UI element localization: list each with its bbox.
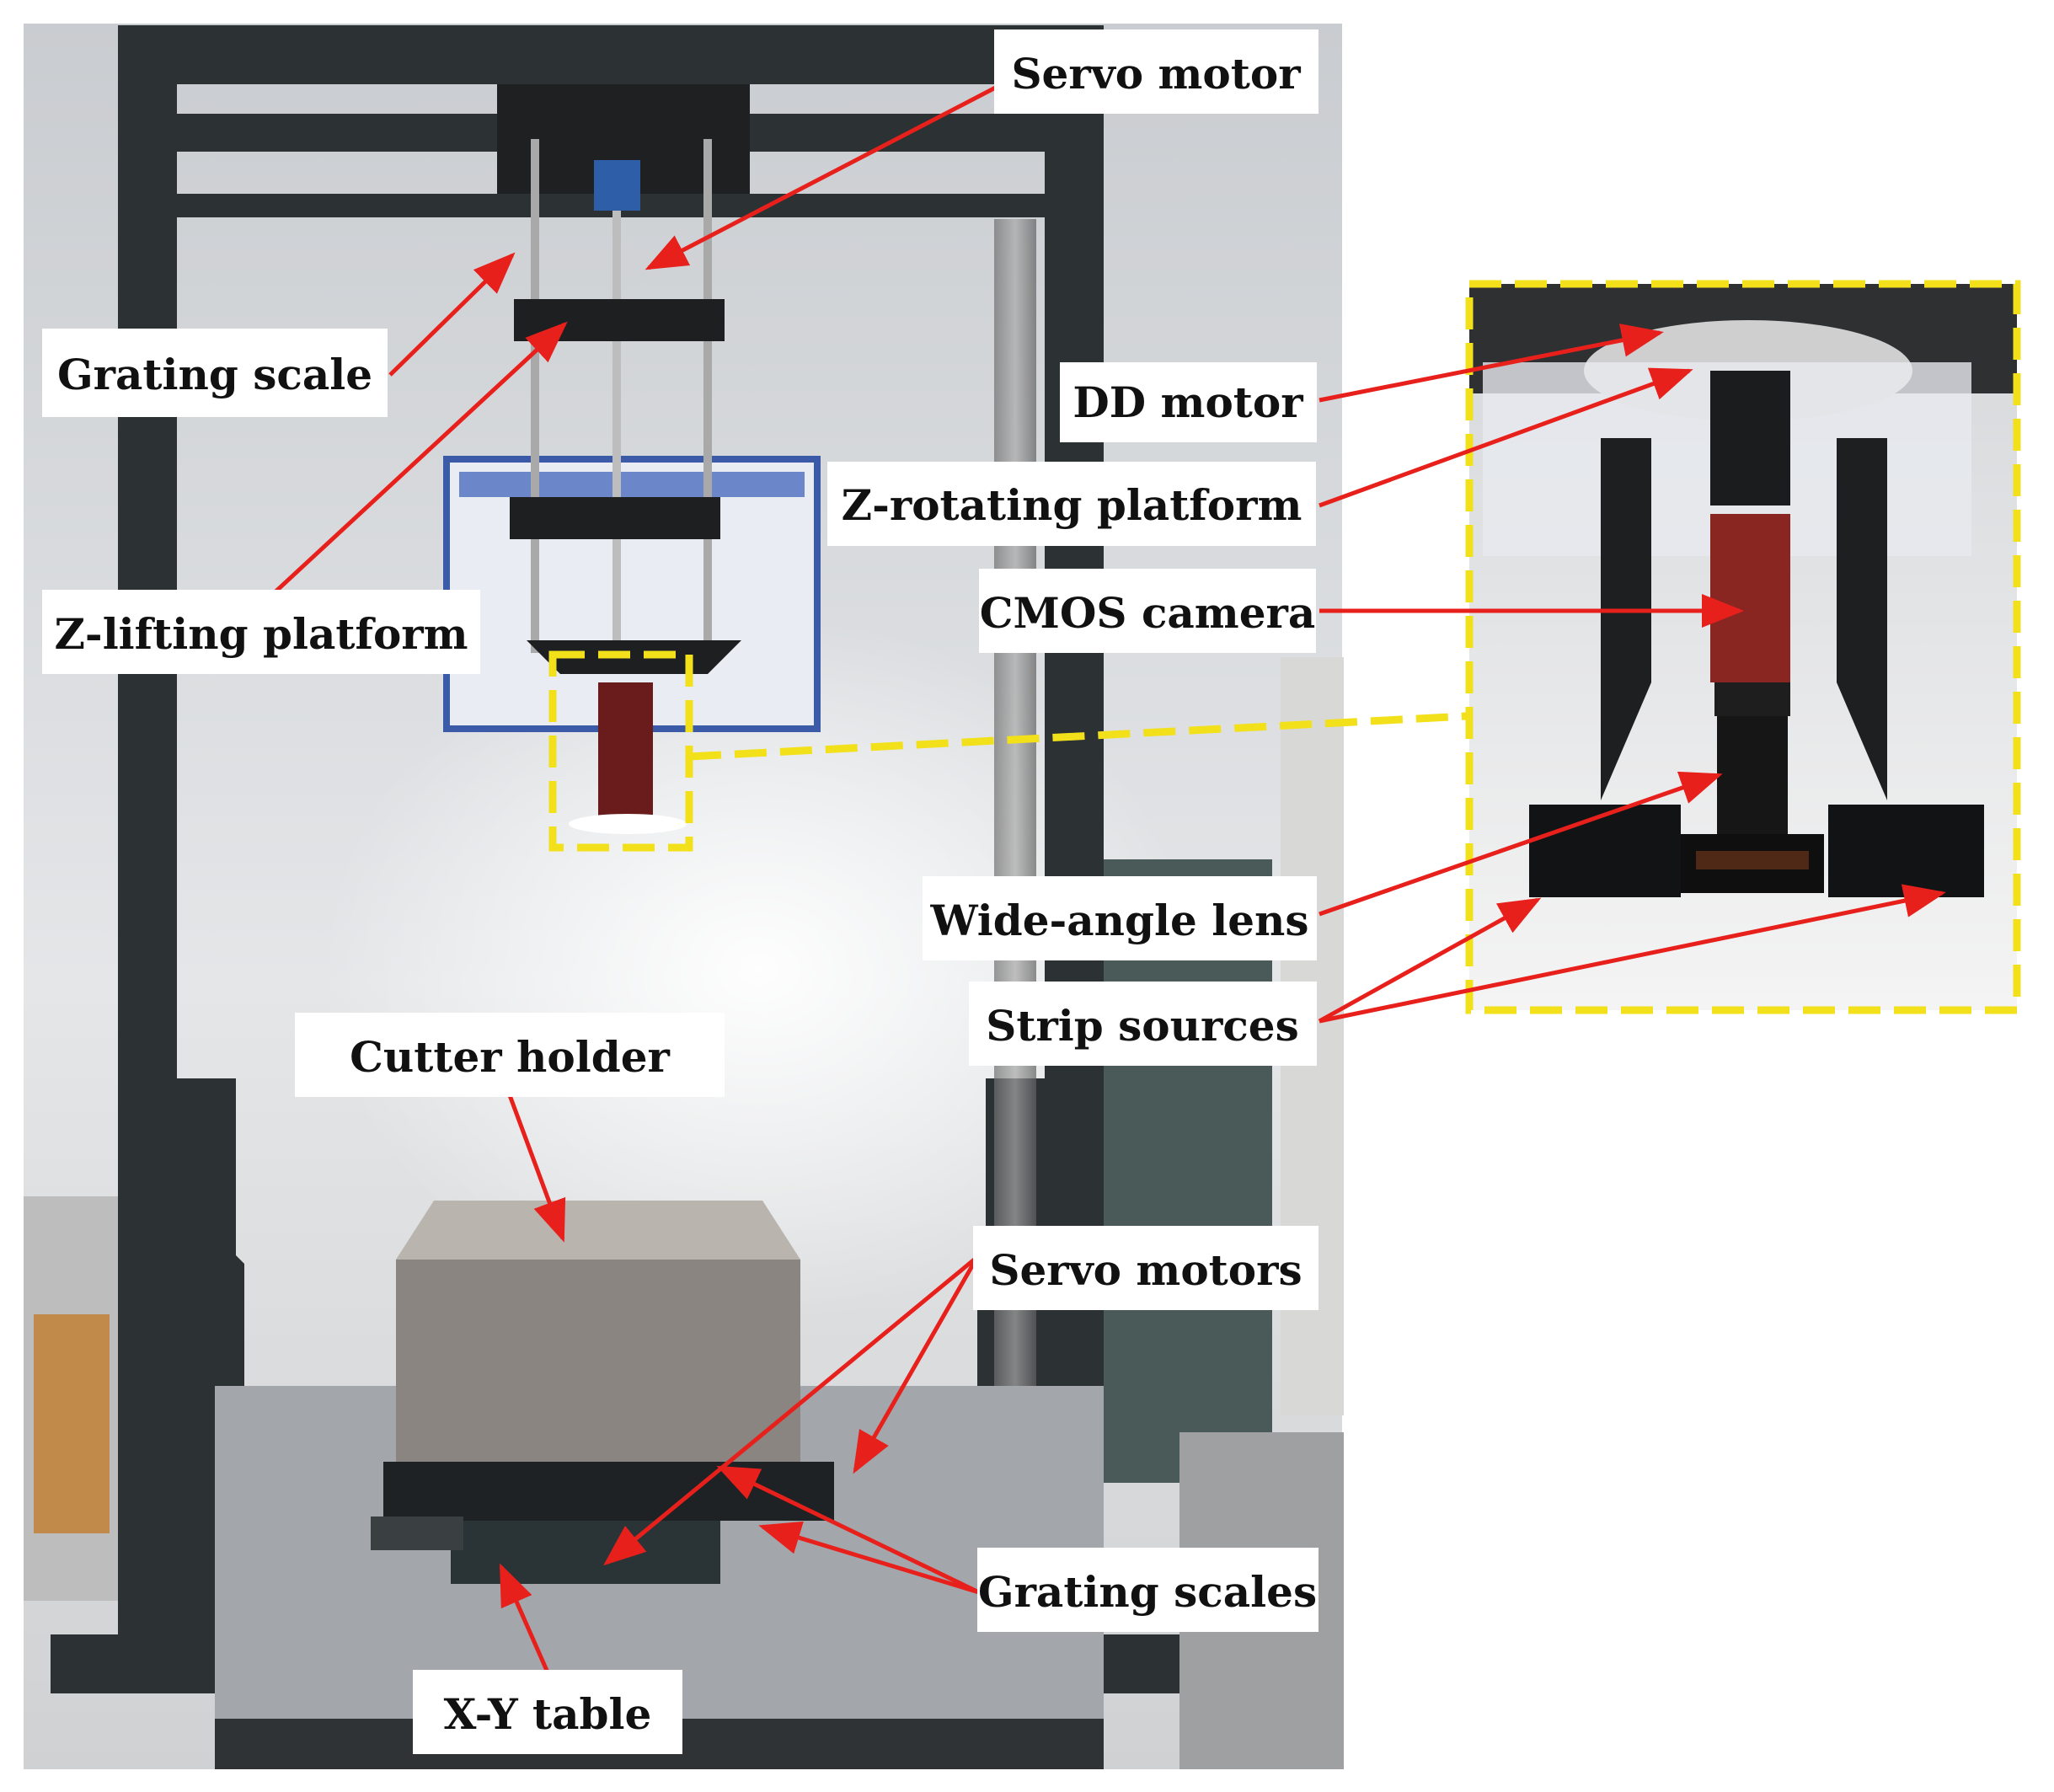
label-strip-sources-text: Strip sources bbox=[986, 1001, 1299, 1051]
label-z-lifting-platform: Z-lifting platform bbox=[42, 590, 480, 674]
arrow-servo-motors-a bbox=[603, 1255, 979, 1566]
label-grating-scales-text: Grating scales bbox=[978, 1567, 1317, 1617]
arrow-servo-motors-b bbox=[853, 1255, 980, 1474]
label-grating-scale: Grating scale bbox=[42, 329, 388, 417]
inset-border bbox=[1465, 280, 2021, 1014]
label-cutter-holder: Cutter holder bbox=[295, 1013, 725, 1097]
label-servo-motors-text: Servo motors bbox=[989, 1245, 1302, 1295]
label-x-y-table-text: X-Y table bbox=[444, 1689, 652, 1739]
arrows bbox=[259, 79, 1946, 1674]
arrow-x-y-table bbox=[499, 1563, 550, 1674]
label-z-lifting-platform-text: Z-lifting platform bbox=[54, 609, 468, 659]
label-dd-motor: DD motor bbox=[1060, 362, 1317, 442]
label-wide-angle-lens-text: Wide-angle lens bbox=[929, 896, 1308, 945]
inset-photo bbox=[1469, 284, 2017, 1010]
arrow-strip-sources-right bbox=[1319, 884, 1946, 1024]
arrow-dd-motor bbox=[1319, 324, 1664, 403]
label-z-rotating-platform-text: Z-rotating platform bbox=[842, 480, 1302, 530]
arrow-servo-motor bbox=[645, 79, 1008, 270]
arrow-cutter-holder bbox=[507, 1094, 566, 1243]
arrow-wide-angle-lens bbox=[1319, 771, 1723, 917]
label-z-rotating-platform: Z-rotating platform bbox=[827, 462, 1316, 546]
dell-box bbox=[34, 1314, 110, 1533]
arrow-grating-scale bbox=[388, 252, 516, 377]
arrow-strip-sources-left bbox=[1318, 897, 1542, 1024]
label-grating-scales: Grating scales bbox=[977, 1548, 1319, 1632]
cutter-box bbox=[396, 1260, 800, 1462]
green-door bbox=[1095, 859, 1272, 1483]
label-servo-motors: Servo motors bbox=[973, 1226, 1319, 1310]
lifting-mechanism bbox=[497, 84, 750, 834]
arrow-grating-scales-b bbox=[758, 1521, 980, 1595]
arrow-grating-scales-a bbox=[716, 1465, 981, 1595]
label-servo-motor-text: Servo motor bbox=[1011, 49, 1301, 99]
arrow-z-rotating-platform bbox=[1319, 367, 1693, 508]
label-cutter-holder-text: Cutter holder bbox=[350, 1032, 670, 1082]
label-x-y-table: X-Y table bbox=[413, 1670, 682, 1754]
label-wide-angle-lens: Wide-angle lens bbox=[923, 876, 1317, 960]
arrow-z-lifting-platform bbox=[259, 321, 568, 607]
label-cmos-camera-text: CMOS camera bbox=[980, 588, 1316, 638]
label-strip-sources: Strip sources bbox=[969, 982, 1317, 1066]
light-spot bbox=[320, 615, 1196, 1323]
zoom-highlight-box bbox=[548, 650, 693, 852]
label-grating-scale-text: Grating scale bbox=[57, 350, 372, 399]
label-servo-motor: Servo motor bbox=[994, 29, 1319, 114]
label-cmos-camera: CMOS camera bbox=[979, 569, 1316, 653]
label-dd-motor-text: DD motor bbox=[1072, 377, 1303, 427]
zoom-connector-line bbox=[688, 712, 1467, 761]
